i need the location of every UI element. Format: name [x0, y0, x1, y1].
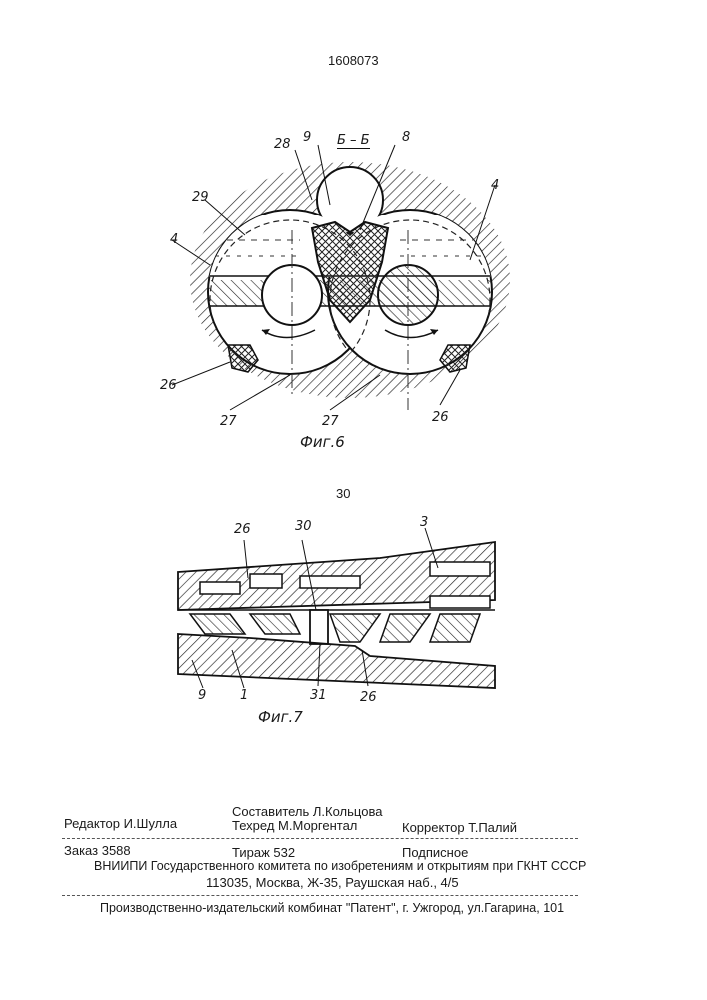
ring-31 — [310, 610, 328, 644]
figure-6-drawing — [0, 0, 707, 470]
fig7-label-9: 9 — [198, 688, 206, 703]
column-number: 30 — [336, 486, 350, 501]
label-26-left: 26 — [160, 378, 177, 393]
divider-1 — [62, 838, 578, 839]
print-run: Тираж 532 — [232, 845, 295, 860]
label-28: 28 — [274, 137, 291, 152]
fig7-label-31: 31 — [310, 688, 327, 703]
fig7-label-26-bottom: 26 — [360, 690, 377, 705]
figure-7-drawing — [0, 510, 707, 730]
label-8: 8 — [402, 130, 410, 145]
divider-2 — [62, 895, 578, 896]
corrector: Корректор Т.Палий — [402, 820, 517, 835]
label-9: 9 — [303, 130, 311, 145]
section-label: Б – Б — [337, 133, 370, 149]
figure-6-caption: Фиг.6 — [300, 433, 345, 451]
label-4-left: 4 — [170, 232, 178, 247]
fig7-label-3: 3 — [420, 515, 428, 530]
editor: Редактор И.Шулла — [64, 816, 177, 831]
institute: ВНИИПИ Государственного комитета по изоб… — [94, 859, 586, 873]
compiler: Составитель Л.Кольцова — [232, 804, 382, 819]
address: 113035, Москва, Ж-35, Раушская наб., 4/5 — [206, 875, 459, 890]
label-29: 29 — [192, 190, 209, 205]
fig7-label-30: 30 — [295, 519, 312, 534]
label-26-right: 26 — [432, 410, 449, 425]
fig7-label-1: 1 — [240, 688, 248, 703]
techred: Техред М.Моргентал — [232, 818, 357, 833]
label-27-left: 27 — [220, 414, 237, 429]
figure-7-caption: Фиг.7 — [258, 708, 303, 726]
order: Заказ 3588 — [64, 843, 131, 858]
publisher: Производственно-издательский комбинат "П… — [100, 901, 564, 915]
label-4-right: 4 — [491, 178, 499, 193]
label-27-right: 27 — [322, 414, 339, 429]
subscription: Подписное — [402, 845, 468, 860]
fig7-label-26-top: 26 — [234, 522, 251, 537]
